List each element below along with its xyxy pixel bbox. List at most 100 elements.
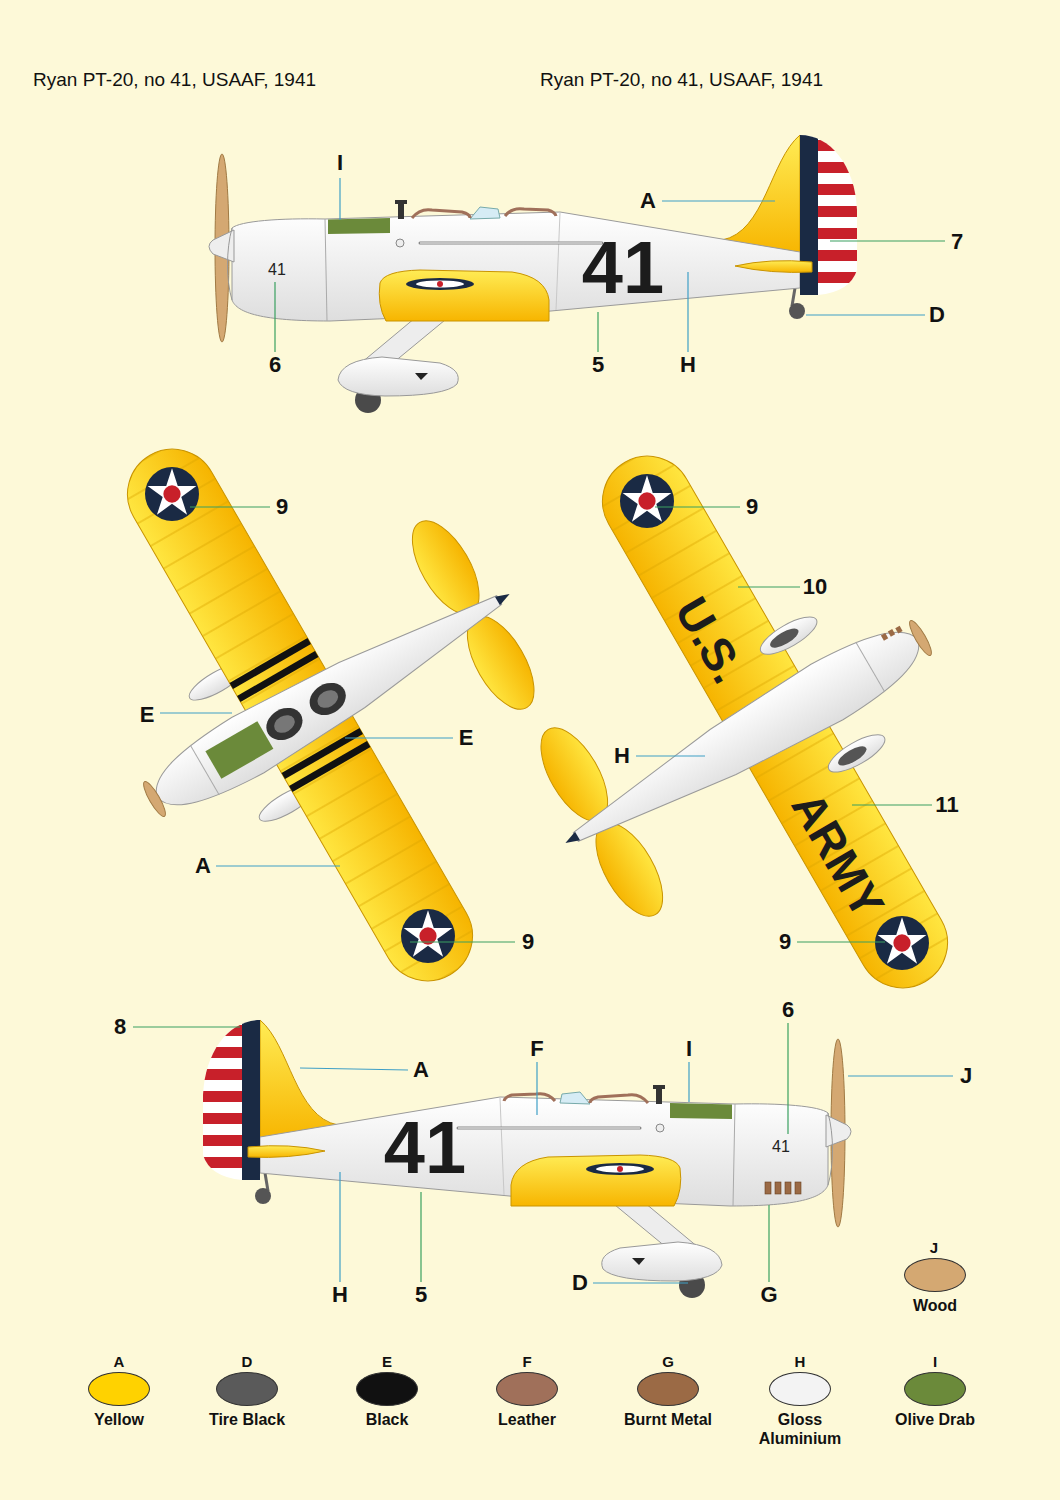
legend-swatch [216, 1372, 278, 1406]
legend-swatch [637, 1372, 699, 1406]
leader-lines-part [133, 1026, 240, 1027]
plan-view-top-part [205, 721, 273, 779]
callout-label: 9 [779, 929, 791, 954]
plan-view-bottom-part [835, 743, 869, 769]
aircraft-illustration-part [145, 467, 199, 521]
legend-swatch [769, 1372, 831, 1406]
leader-lines-part [662, 200, 775, 201]
plan-view-bottom-part [895, 626, 902, 634]
leader-lines-part [787, 1023, 788, 1134]
callout-label: E [459, 725, 474, 750]
plan-view-bottom-part [881, 633, 888, 641]
side-view-right [197, 1015, 851, 1298]
callout-label: I [337, 150, 343, 175]
legend-text: Wood [875, 1296, 995, 1315]
legend-swatch [88, 1372, 150, 1406]
exhaust-stacks [765, 1182, 801, 1194]
exhaust-stacks-part [765, 1182, 771, 1194]
callout-label: 6 [269, 352, 281, 377]
fuselage-number: 41 [384, 1111, 466, 1185]
legend-swatch [904, 1372, 966, 1406]
exhaust-stacks-part [785, 1182, 791, 1194]
callout-label: E [140, 702, 155, 727]
callout-label: 9 [276, 494, 288, 519]
callout-label: F [530, 1036, 543, 1061]
callout-label: 7 [951, 229, 963, 254]
leader-lines-part [339, 1172, 340, 1282]
legend-letter: H [795, 1353, 806, 1370]
leader-lines-part [300, 1068, 408, 1070]
plan-view-top-part [289, 741, 370, 792]
callout-label: J [960, 1063, 972, 1088]
legend-text: Gloss Aluminium [740, 1410, 860, 1448]
legend-text: Yellow [59, 1410, 179, 1429]
leader-lines-part [160, 712, 232, 713]
side-view-left [209, 130, 863, 413]
plan-view-top [0, 334, 659, 1061]
plan-view-top-part [304, 677, 352, 722]
legend-letter: D [242, 1353, 253, 1370]
plan-view-bottom-part [767, 625, 801, 651]
leader-lines-part [636, 755, 705, 756]
plan-view-bottom-part [888, 629, 895, 637]
plan-view-bottom [415, 376, 1060, 1103]
legend-letter: E [382, 1353, 392, 1370]
legend-text: Burnt Metal [608, 1410, 728, 1429]
callout-label: A [413, 1057, 429, 1082]
legend-swatch [356, 1372, 418, 1406]
legend-text: Tire Black [187, 1410, 307, 1429]
fuselage-number: 41 [772, 1138, 790, 1156]
callout-label: 5 [415, 1282, 427, 1307]
legend-letter: I [933, 1353, 937, 1370]
aircraft-illustration-part [875, 916, 929, 970]
callout-label: 9 [746, 494, 758, 519]
fuselage-number: 41 [268, 261, 286, 279]
leader-lines-part [738, 586, 800, 587]
plan-view-top-part [230, 638, 311, 689]
sheet-subtitle: Ryan PT-20, no 41, USAAF, 1941 [540, 69, 823, 91]
legend-text: Leather [467, 1410, 587, 1429]
sheet-title: Ryan PT-20, no 41, USAAF, 1941 [33, 69, 316, 92]
callout-label: A [640, 188, 656, 213]
aircraft-illustration-part [620, 474, 674, 528]
leader-lines [133, 178, 953, 1283]
plan-view-bottom-part [415, 376, 1060, 1103]
plan-view-top-part [271, 712, 298, 737]
legend-letter: J [930, 1239, 938, 1256]
legend-letter: G [662, 1353, 674, 1370]
leader-lines-part [597, 312, 598, 352]
callout-label: 9 [522, 929, 534, 954]
legend-swatch [496, 1372, 558, 1406]
leader-lines-part [536, 1062, 537, 1115]
plan-view-top-part [260, 702, 308, 747]
leader-lines-part [768, 1205, 769, 1282]
callout-label: H [680, 352, 696, 377]
leader-lines-part [216, 865, 340, 866]
leader-lines-part [420, 1192, 421, 1282]
callout-label: G [760, 1282, 777, 1307]
plan-view-bottom-part [823, 728, 889, 779]
callout-label: D [572, 1270, 588, 1295]
legend-text: Black [327, 1410, 447, 1429]
leader-lines-part [655, 506, 740, 507]
callout-label: 5 [592, 352, 604, 377]
callout-label: A [195, 853, 211, 878]
callout-label: I [686, 1036, 692, 1061]
callout-label: H [332, 1282, 348, 1307]
leader-lines-part [797, 941, 885, 942]
legend-swatch [904, 1258, 966, 1292]
leader-lines-part [830, 240, 945, 241]
callout-label: 6 [782, 997, 794, 1022]
leader-lines-part [339, 178, 340, 220]
legend-letter: A [114, 1353, 125, 1370]
leader-lines-part [688, 1062, 689, 1102]
leader-lines-part [806, 314, 925, 315]
leader-lines-part [687, 272, 688, 352]
callout-label: H [614, 743, 630, 768]
fuselage-number: 41 [582, 231, 664, 305]
callout-label: 8 [114, 1014, 126, 1039]
aircraft-illustration-part [401, 909, 455, 963]
leader-lines-part [345, 737, 453, 738]
